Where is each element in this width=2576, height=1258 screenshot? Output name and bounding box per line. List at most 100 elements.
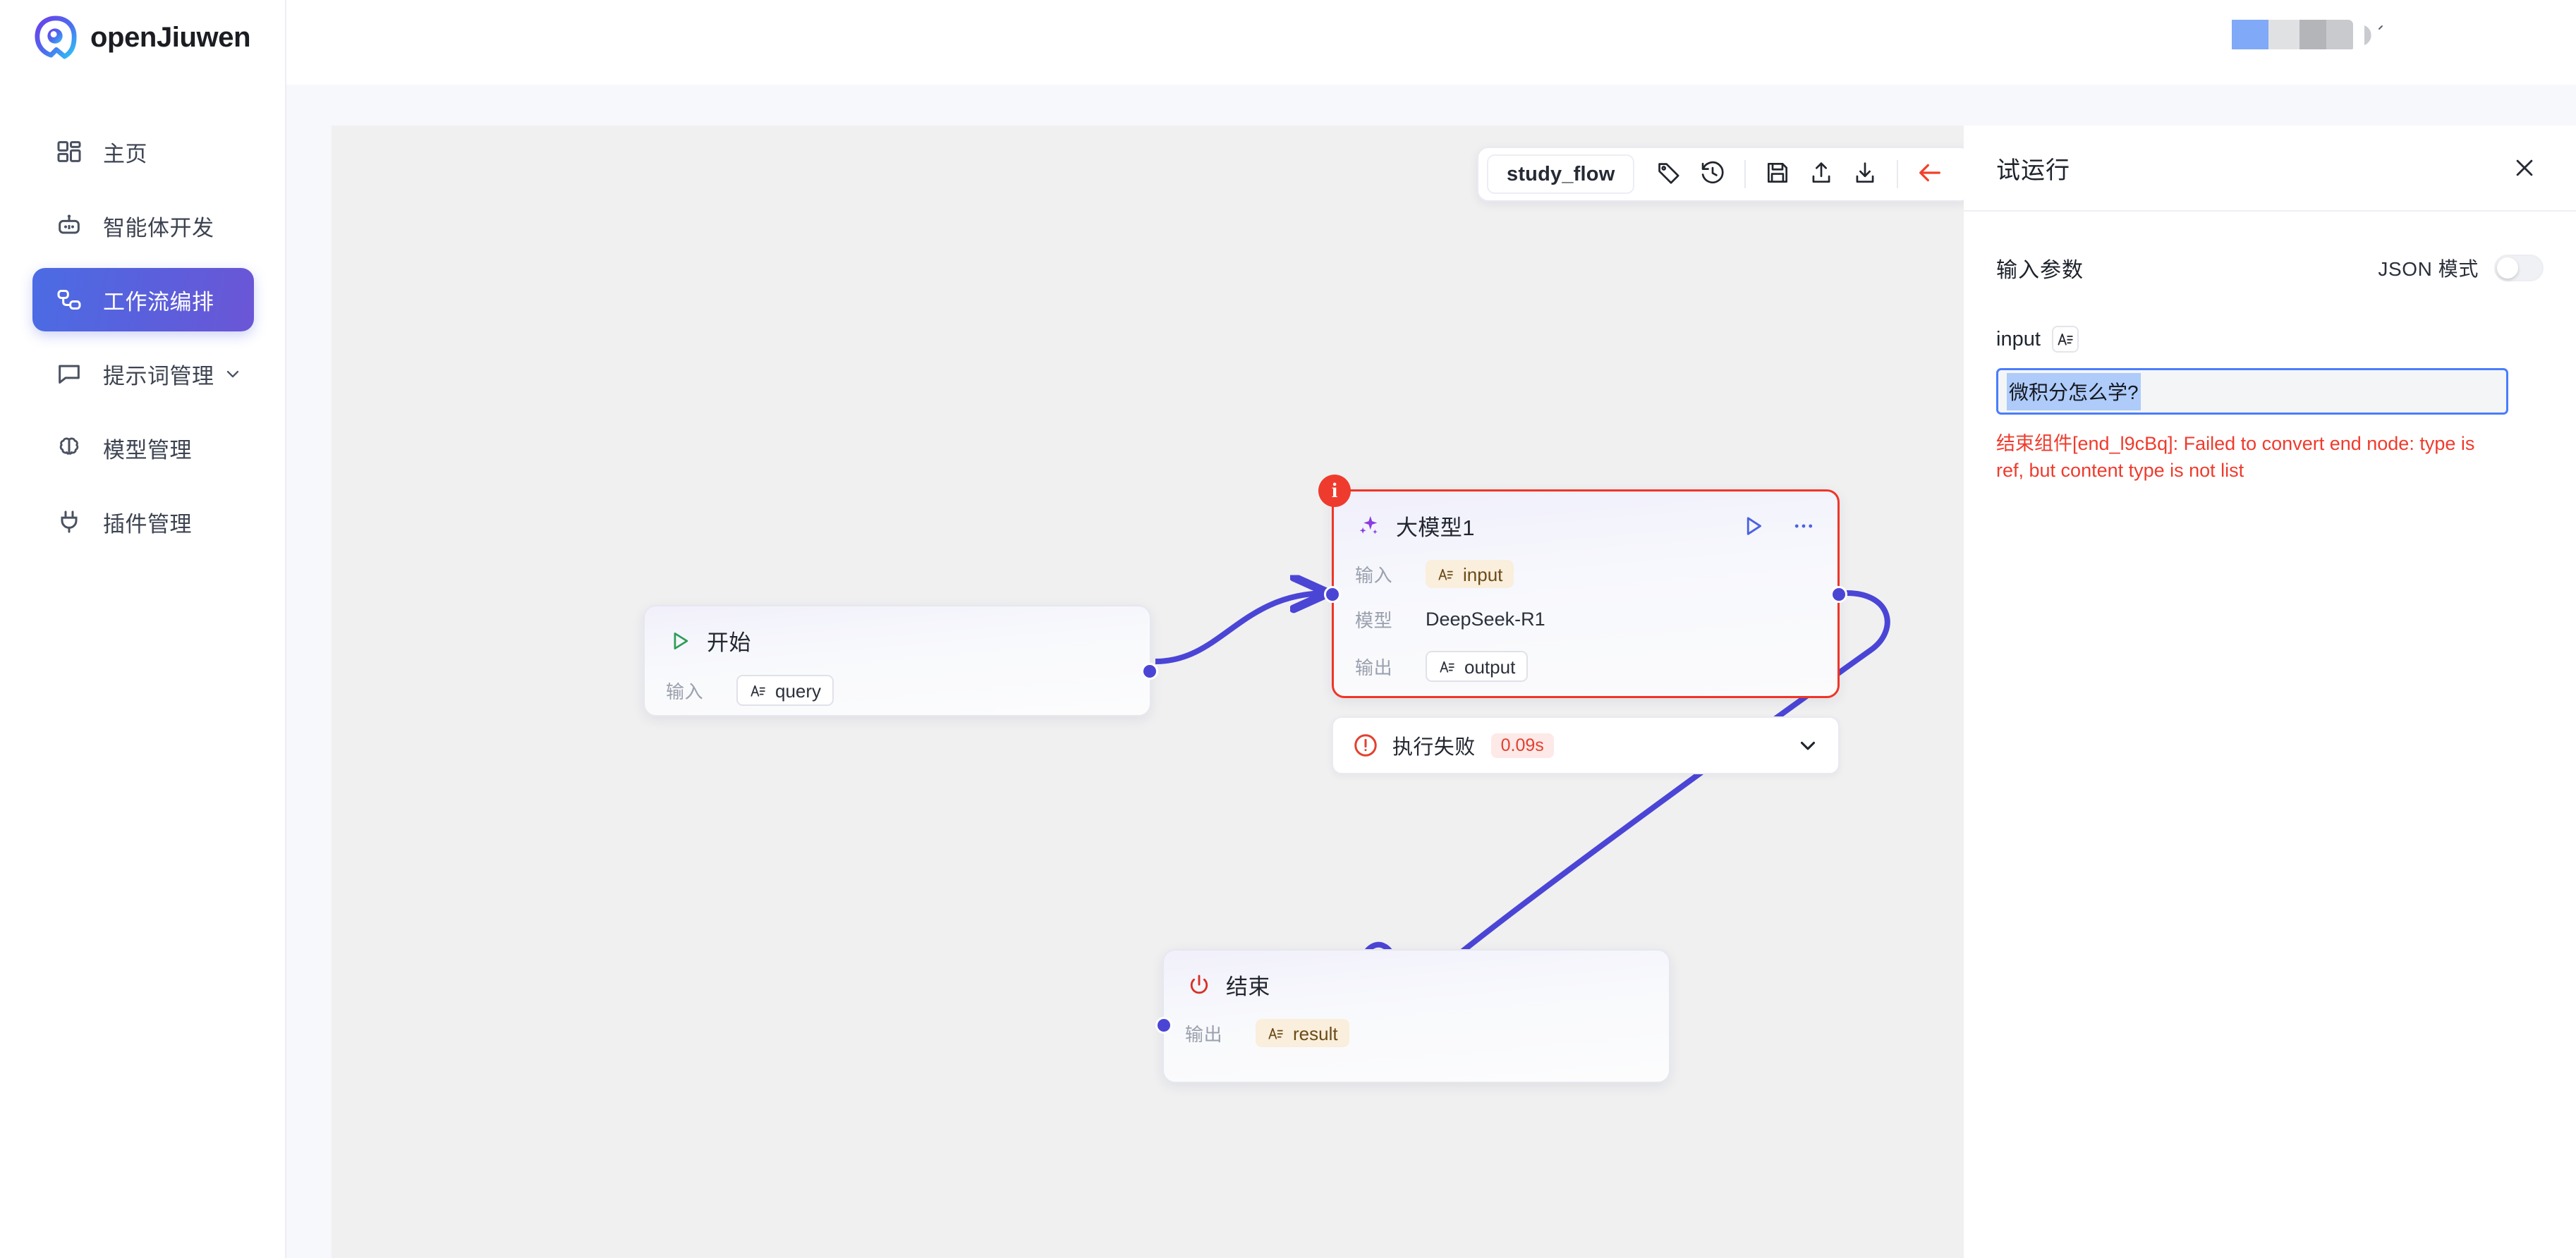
text-type-icon xyxy=(751,685,765,697)
workflow-node-end[interactable]: 结束 输出 result xyxy=(1155,949,1670,1083)
status-duration: 0.09s xyxy=(1490,733,1554,758)
workflow-node-start[interactable]: 开始 输入 query xyxy=(643,605,1158,716)
power-icon xyxy=(1185,971,1213,999)
json-mode-toggle[interactable] xyxy=(2494,255,2544,281)
panel-header: 试运行 xyxy=(1964,126,2576,212)
sidebar-item-workflow[interactable]: 工作流编排 xyxy=(32,268,254,331)
node-port-input[interactable] xyxy=(1155,1017,1172,1034)
sidebar-item-plugin-mgmt[interactable]: 插件管理 xyxy=(32,490,254,554)
play-triangle-icon xyxy=(666,627,694,655)
top-bar xyxy=(286,0,2576,85)
text-type-icon xyxy=(1438,568,1453,580)
more-dots-icon[interactable] xyxy=(1791,513,1816,539)
test-run-panel: 试运行 输入参数 JSON 模式 xyxy=(1964,126,2576,1258)
variable-chip-input[interactable]: input xyxy=(1426,560,1514,588)
variable-chip-output[interactable]: output xyxy=(1426,651,1529,682)
node-row-model: 模型 DeepSeek-R1 xyxy=(1334,606,1837,633)
node-title: 开始 xyxy=(707,630,751,655)
node-header: 结束 xyxy=(1164,951,1669,1001)
chip-label: input xyxy=(1463,564,1503,585)
node-title: 结束 xyxy=(1226,975,1270,999)
input-params-title: 输入参数 xyxy=(1996,259,2084,282)
save-button[interactable] xyxy=(1756,152,1799,196)
sidebar-item-label: 模型管理 xyxy=(103,437,192,463)
brand-name: openJiuwen xyxy=(90,21,251,53)
robot-icon xyxy=(54,210,85,241)
json-mode-control: JSON 模式 xyxy=(2378,254,2544,282)
chat-bubble-icon xyxy=(54,358,85,389)
node-error-badge-icon[interactable]: i xyxy=(1318,475,1351,507)
model-name: DeepSeek-R1 xyxy=(1426,609,1545,630)
close-icon[interactable] xyxy=(2505,149,2544,187)
tag-button[interactable] xyxy=(1647,152,1691,196)
flow-name-chip[interactable]: study_flow xyxy=(1487,154,1635,194)
sidebar-item-label: 插件管理 xyxy=(103,511,192,537)
history-button[interactable] xyxy=(1691,152,1734,196)
node-header: 大模型1 xyxy=(1334,491,1837,542)
back-button[interactable] xyxy=(1908,152,1952,196)
sidebar-item-label: 工作流编排 xyxy=(103,289,214,314)
row-key: 模型 xyxy=(1355,610,1393,631)
brand-logo[interactable]: openJiuwen xyxy=(34,16,251,59)
node-port-output[interactable] xyxy=(1141,663,1158,680)
workflow-icon xyxy=(54,284,85,315)
jiuwen-logo-icon xyxy=(35,16,77,59)
upload-icon xyxy=(1808,159,1835,190)
back-arrow-icon xyxy=(1916,159,1944,190)
avatar[interactable] xyxy=(2360,23,2386,48)
row-key: 输出 xyxy=(1355,657,1393,678)
chevron-down-icon[interactable] xyxy=(1796,733,1820,757)
redacted-block xyxy=(2299,20,2326,49)
node-header-actions xyxy=(1740,513,1816,539)
sidebar-item-agent-dev[interactable]: 智能体开发 xyxy=(32,194,254,257)
workflow-node-llm[interactable]: i 大模型1 xyxy=(1318,475,1847,698)
run-play-icon[interactable] xyxy=(1740,513,1766,539)
sidebar-item-label: 提示词管理 xyxy=(103,363,214,389)
toolbar-divider xyxy=(1744,160,1746,188)
redacted-block xyxy=(2268,20,2299,49)
avatar-glyph xyxy=(2364,25,2383,45)
node-port-output[interactable] xyxy=(1830,586,1847,603)
node-row-output: 输出 output xyxy=(1334,651,1837,682)
chip-label: query xyxy=(775,680,822,702)
sidebar-item-home[interactable]: 主页 xyxy=(32,120,254,183)
text-type-icon xyxy=(1268,1027,1283,1039)
chip-label: output xyxy=(1464,657,1516,678)
redacted-block xyxy=(2326,20,2353,49)
variable-chip-result[interactable]: result xyxy=(1256,1019,1349,1047)
chip-label: result xyxy=(1293,1023,1338,1044)
import-button[interactable] xyxy=(1799,152,1843,196)
row-key: 输入 xyxy=(1355,564,1393,586)
run-error-message: 结束组件[end_l9cBq]: Failed to convert end n… xyxy=(1996,433,2475,482)
dashboard-icon xyxy=(54,136,85,167)
node-row-output: 输出 result xyxy=(1164,1019,1669,1047)
sidebar-nav: 主页 智能体开发 xyxy=(0,120,286,564)
param-input-field[interactable]: 微积分怎么学? xyxy=(1996,368,2508,415)
status-label: 执行失败 xyxy=(1392,736,1476,759)
download-icon xyxy=(1852,159,1878,190)
workflow-canvas[interactable]: 开始 输入 query i xyxy=(332,126,1964,1258)
param-field-label: input xyxy=(1996,327,2041,350)
node-row-input: 输入 query xyxy=(645,675,1150,706)
tag-icon xyxy=(1655,159,1682,190)
export-button[interactable] xyxy=(1843,152,1887,196)
node-title: 大模型1 xyxy=(1396,515,1475,540)
page-area: 开始 输入 query i xyxy=(286,0,2576,1258)
sidebar-item-prompt-mgmt[interactable]: 提示词管理 xyxy=(32,342,254,405)
node-port-input[interactable] xyxy=(1324,586,1341,603)
json-mode-label: JSON 模式 xyxy=(2378,258,2479,280)
panel-title: 试运行 xyxy=(1996,157,2070,184)
node-run-status-bar[interactable]: 执行失败 0.09s xyxy=(1332,716,1840,774)
history-icon xyxy=(1699,159,1726,190)
variable-chip-query[interactable]: query xyxy=(736,675,834,706)
account-info-redacted xyxy=(2232,20,2353,49)
sidebar-item-label: 智能体开发 xyxy=(103,215,214,240)
sidebar-item-model-mgmt[interactable]: 模型管理 xyxy=(32,416,254,480)
node-header: 开始 xyxy=(645,606,1150,657)
brain-icon xyxy=(54,432,85,463)
node-row-input: 输入 input xyxy=(1334,560,1837,588)
error-circle-icon xyxy=(1351,731,1380,759)
chevron-down-icon[interactable] xyxy=(223,364,243,384)
toggle-knob xyxy=(2497,257,2518,279)
sparkle-icon xyxy=(1355,512,1383,540)
